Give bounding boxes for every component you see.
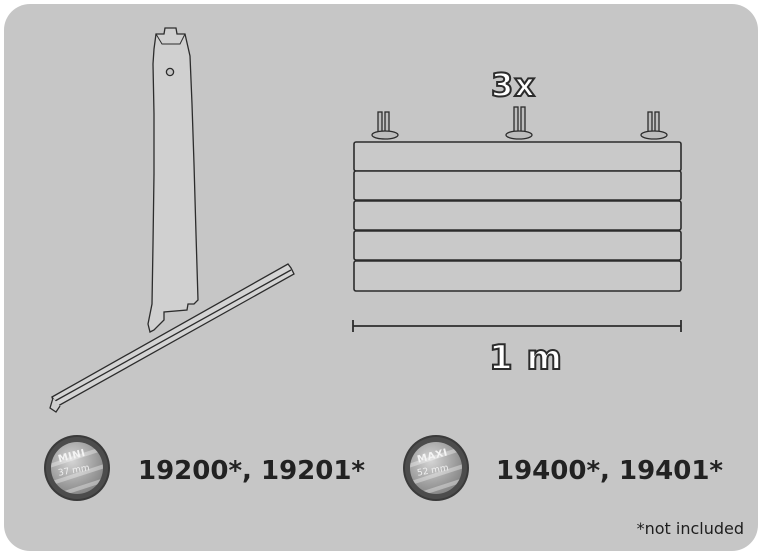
rail-illustration <box>49 263 295 413</box>
quantity-label: 3x <box>490 65 536 105</box>
mini-badge-word: MINI <box>57 447 87 466</box>
slats-stack-illustration <box>353 141 682 292</box>
maxi-badge-icon: MAXI 52 mm <box>405 437 467 499</box>
mini-badge-icon: MINI 37 mm <box>46 437 108 499</box>
footnote: *not included <box>636 519 744 538</box>
illustration <box>49 27 682 413</box>
spring-clip-illustration <box>147 27 199 333</box>
mini-product-codes: 19200*, 19201* <box>138 456 366 486</box>
diagram-panel: 3x 1 m MINI 37 mm 19200*, 19201* MAXI 52… <box>4 4 758 551</box>
length-dimension-line <box>352 320 682 332</box>
length-label: 1 m <box>488 337 563 379</box>
maxi-product-codes: 19400*, 19401* <box>496 456 724 486</box>
hanger-pins <box>371 106 668 140</box>
